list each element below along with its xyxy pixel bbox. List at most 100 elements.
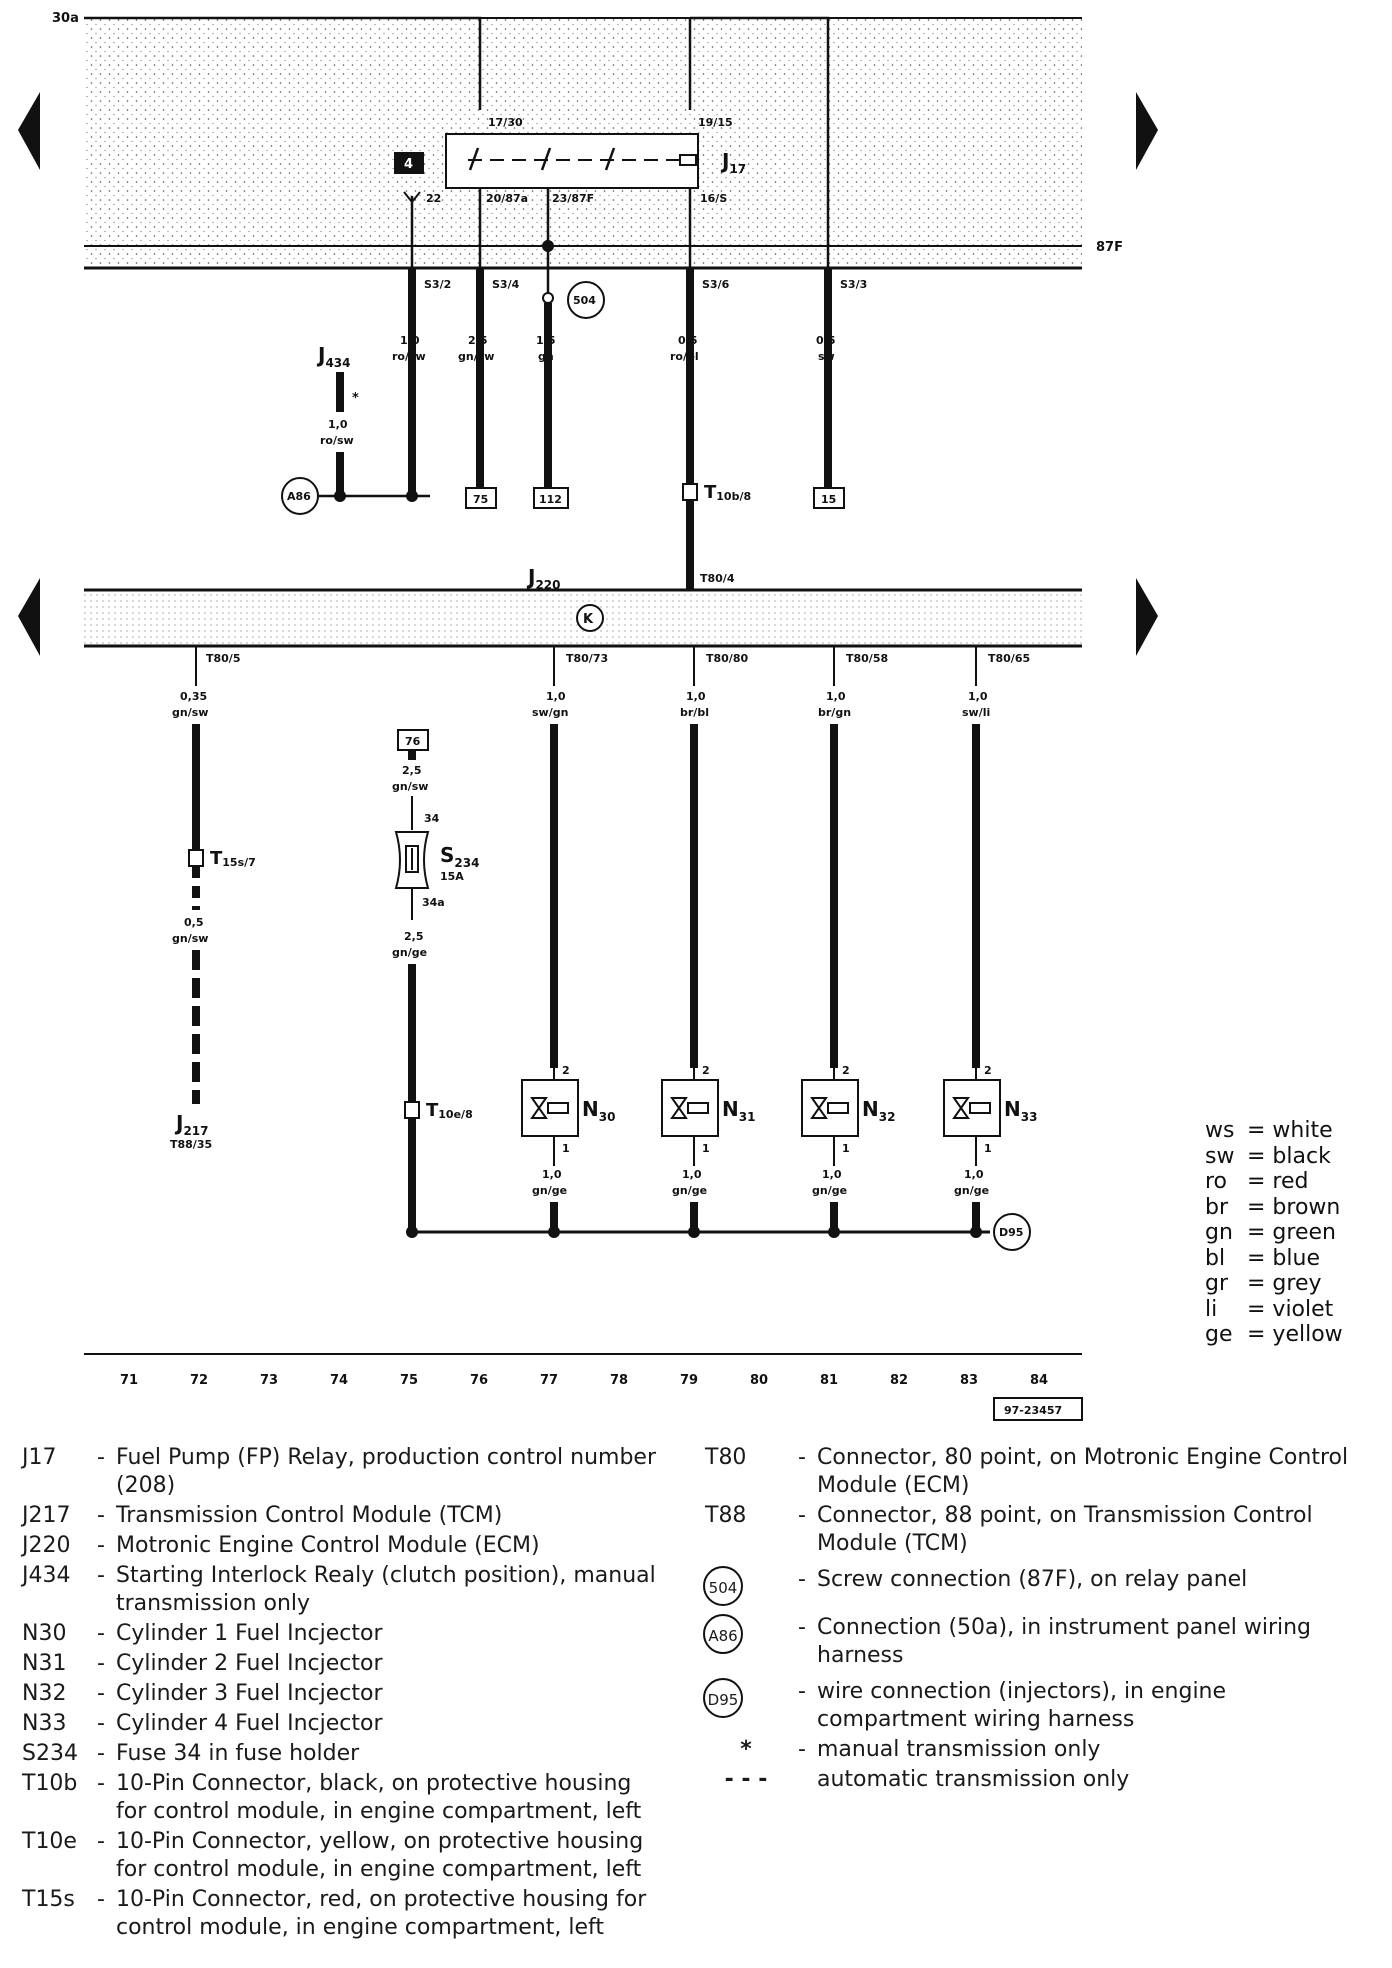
legend-key: J217: [22, 1503, 71, 1528]
legend-text: Fuse 34 in fuse holder: [116, 1741, 360, 1766]
page-next-arrow-top[interactable]: [1136, 92, 1158, 170]
fuse-s234[interactable]: [394, 831, 430, 889]
ref-box-75[interactable]: [465, 487, 497, 509]
column-number: 81: [820, 1373, 838, 1388]
legend-dash: -: [97, 1829, 105, 1854]
legend-text: Fuel Pump (FP) Relay, production control…: [116, 1445, 656, 1498]
svg-text:1,0: 1,0: [546, 690, 566, 703]
legend-key: T15s: [22, 1887, 75, 1912]
column-number: 74: [330, 1373, 348, 1388]
svg-text:34: 34: [424, 812, 440, 825]
svg-text:N32: N32: [862, 1097, 895, 1124]
legend-key: D95: [703, 1678, 787, 1734]
legend-dash: -: [798, 1445, 806, 1470]
component-legend-right: T80-Connector, 80 point, on Motronic Eng…: [703, 1444, 1355, 1796]
pin-17-30: 17/30: [488, 116, 523, 129]
pin-22: 22: [426, 192, 441, 205]
svg-text:2,5: 2,5: [468, 334, 488, 347]
svg-text:gn/sw: gn/sw: [392, 780, 428, 793]
legend-item: N30-Cylinder 1 Fuel Incjector: [22, 1620, 662, 1648]
terminal-30a: 30a: [52, 11, 79, 26]
legend-text: Connection (50a), in instrument panel wi…: [817, 1615, 1312, 1668]
legend-circle-symbol: 504: [703, 1566, 743, 1606]
legend-text: Screw connection (87F), on relay panel: [817, 1567, 1248, 1592]
svg-text:J220: J220: [526, 565, 561, 592]
injector-n33[interactable]: [943, 1068, 1001, 1166]
svg-text:gn/ge: gn/ge: [392, 946, 427, 959]
legend-key: J220: [22, 1533, 71, 1558]
doc-number-box: [993, 1397, 1083, 1421]
legend-dash: -: [798, 1615, 806, 1640]
legend-key: *: [740, 1737, 752, 1762]
legend-dash: [787, 1766, 817, 1794]
page-prev-arrow-top[interactable]: [18, 92, 40, 170]
wiring-diagram: 30a 87F J17 4 17/30 19/15 20/87a 23/87F …: [18, 11, 1158, 1421]
svg-text:gn/sw: gn/sw: [172, 932, 208, 945]
legend-text: Cylinder 1 Fuel Incjector: [116, 1621, 383, 1646]
legend-key: 504: [703, 1566, 787, 1606]
legend-text: Starting Interlock Realy (clutch positio…: [116, 1563, 656, 1616]
svg-text:1,0: 1,0: [964, 1168, 984, 1181]
color-code: sw: [1205, 1143, 1235, 1169]
legend-text: 10-Pin Connector, red, on protective hou…: [116, 1887, 647, 1940]
pin-20-87a: 20/87a: [486, 192, 528, 205]
legend-item: T10b-10-Pin Connector, black, on protect…: [22, 1770, 662, 1826]
legend-dash: -: [798, 1567, 806, 1592]
manual-star: *: [352, 391, 359, 406]
color-code: bl: [1205, 1245, 1226, 1271]
legend-key: T10e: [22, 1829, 77, 1854]
svg-text:0,5: 0,5: [678, 334, 698, 347]
page-prev-arrow-mid[interactable]: [18, 578, 40, 656]
injector-n30[interactable]: [521, 1068, 579, 1166]
terminal-87F: 87F: [1096, 240, 1123, 255]
page-next-arrow-mid[interactable]: [1136, 578, 1158, 656]
svg-text:0,5: 0,5: [816, 334, 836, 347]
color-code: ws: [1205, 1118, 1235, 1143]
color-name: = brown: [1247, 1194, 1341, 1220]
legend-text: automatic transmission only: [817, 1767, 1130, 1792]
legend-dash: -: [798, 1737, 806, 1762]
column-number: 72: [190, 1373, 208, 1388]
screw-connection-504[interactable]: [567, 281, 605, 319]
legend-dash: -: [97, 1533, 105, 1558]
svg-text:1: 1: [984, 1142, 992, 1155]
color-code-row: gr= grey: [1205, 1271, 1343, 1297]
svg-text:gn/ge: gn/ge: [812, 1184, 847, 1197]
pin-16-S: 16/S: [700, 192, 727, 205]
legend-item: 504 -Screw connection (87F), on relay pan…: [703, 1566, 1355, 1606]
svg-text:S234: S234: [440, 843, 479, 870]
j434-name: J: [316, 343, 325, 367]
ref-box-15[interactable]: [813, 487, 845, 509]
color-name: = black: [1247, 1143, 1331, 1169]
legend-key: T10b: [22, 1771, 78, 1796]
svg-text:2: 2: [562, 1064, 570, 1077]
legend-text: 10-Pin Connector, yellow, on protective …: [116, 1829, 644, 1882]
svg-text:1,0: 1,0: [968, 690, 988, 703]
svg-text:sw: sw: [818, 350, 835, 363]
relay-j17[interactable]: [445, 133, 699, 189]
svg-text:gn/sw: gn/sw: [172, 706, 208, 719]
svg-text:2,5: 2,5: [402, 764, 422, 777]
ref-box-112[interactable]: [533, 487, 569, 509]
injector-n31[interactable]: [661, 1068, 719, 1166]
svg-text:br/gn: br/gn: [818, 706, 851, 719]
injector-n32[interactable]: [801, 1068, 859, 1166]
svg-text:0,35: 0,35: [180, 690, 207, 703]
legend-item: D95-wire connection (injectors), in engi…: [703, 1678, 1355, 1734]
legend-text: wire connection (injectors), in engine c…: [817, 1679, 1227, 1732]
legend-text: Cylinder 4 Fuel Incjector: [116, 1711, 383, 1736]
legend-text: Motronic Engine Control Module (ECM): [116, 1533, 540, 1558]
connection-d95[interactable]: [993, 1213, 1031, 1251]
svg-text:J217: J217: [174, 1111, 209, 1138]
legend-item: - - -automatic transmission only: [705, 1766, 1355, 1794]
legend-circle-symbol: A86: [703, 1614, 743, 1654]
legend-text: Transmission Control Module (TCM): [116, 1503, 503, 1528]
svg-text:1: 1: [562, 1142, 570, 1155]
connection-a86[interactable]: [281, 477, 319, 515]
svg-text:1,0: 1,0: [400, 334, 420, 347]
svg-text:1: 1: [842, 1142, 850, 1155]
color-code: ro: [1205, 1169, 1228, 1194]
connector-t10e: [404, 1101, 420, 1119]
color-name: = green: [1247, 1220, 1336, 1245]
pin-19-15: 19/15: [698, 116, 733, 129]
